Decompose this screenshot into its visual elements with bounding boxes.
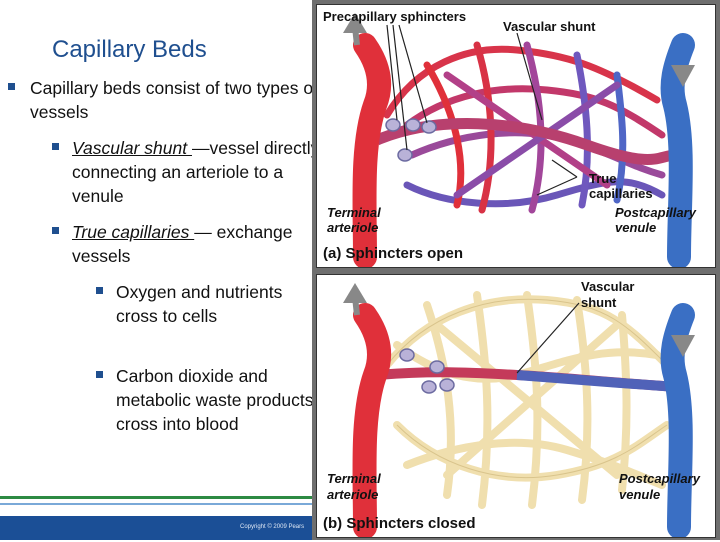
footer-stripe-light [0,503,330,505]
panel-sphincters-open: Precapillary sphincters Vascular shunt T… [316,4,716,269]
bullet-true-capillaries: True capillaries — exchange vessels [50,220,330,268]
footer-stripe [0,496,330,499]
bullet-main-text: Capillary beds consist of two types of v… [30,78,318,122]
true-capillaries-definition: — exchange vessels [72,222,293,266]
footer-bar [0,516,330,540]
bullet-shunt: Vascular shunt —vessel directly connecti… [50,136,330,208]
copyright-text: Copyright © 2009 Pears [240,524,305,530]
bullet-marker [8,83,15,90]
bullet-oxygen: Oxygen and nutrients cross to cells [96,280,326,328]
label-vascular-shunt-top: Vascular shunt [503,19,596,34]
caption-sphincters-closed: (b) Sphincters closed [323,515,476,532]
bullet-carbon-dioxide: Carbon dioxide and metabolic waste produ… [96,364,326,436]
panel-sphincters-closed: Vascular shunt Terminal arteriole Postca… [316,274,716,539]
oxygen-text: Oxygen and nutrients cross to cells [116,282,283,326]
bullet-marker [52,143,59,150]
true-capillaries-term: True capillaries [72,222,195,242]
vascular-shunt-definition: —vessel directly connecting an arteriole… [72,138,320,206]
carbon-dioxide-text: Carbon dioxide and metabolic waste produ… [116,366,314,434]
slide-title: Capillary Beds [52,36,207,63]
label-terminal-arteriole-top: Terminal arteriole [327,205,381,235]
label-postcapillary-venule-bottom: Postcapillary venule [619,471,700,502]
bullet-marker [96,371,103,378]
caption-sphincters-open: (a) Sphincters open [323,245,464,262]
label-vascular-shunt-bottom: Vascular shunt [581,279,635,310]
capillary-figure: Precapillary sphincters Vascular shunt T… [312,0,720,540]
label-terminal-arteriole-bottom: Terminal arteriole [327,471,381,502]
bullet-marker [96,287,103,294]
label-true-capillaries: True capillaries [589,171,653,201]
label-postcapillary-venule-top: Postcapillary venule [615,205,696,235]
label-precapillary-sphincters: Precapillary sphincters [323,9,467,24]
capillary-bed-closed-illustration [343,283,695,539]
capillary-bed-open-illustration [343,13,695,269]
bullet-main: Capillary beds consist of two types of v… [8,76,330,124]
bullet-marker [52,227,59,234]
vascular-shunt-term: Vascular shunt [72,138,192,158]
